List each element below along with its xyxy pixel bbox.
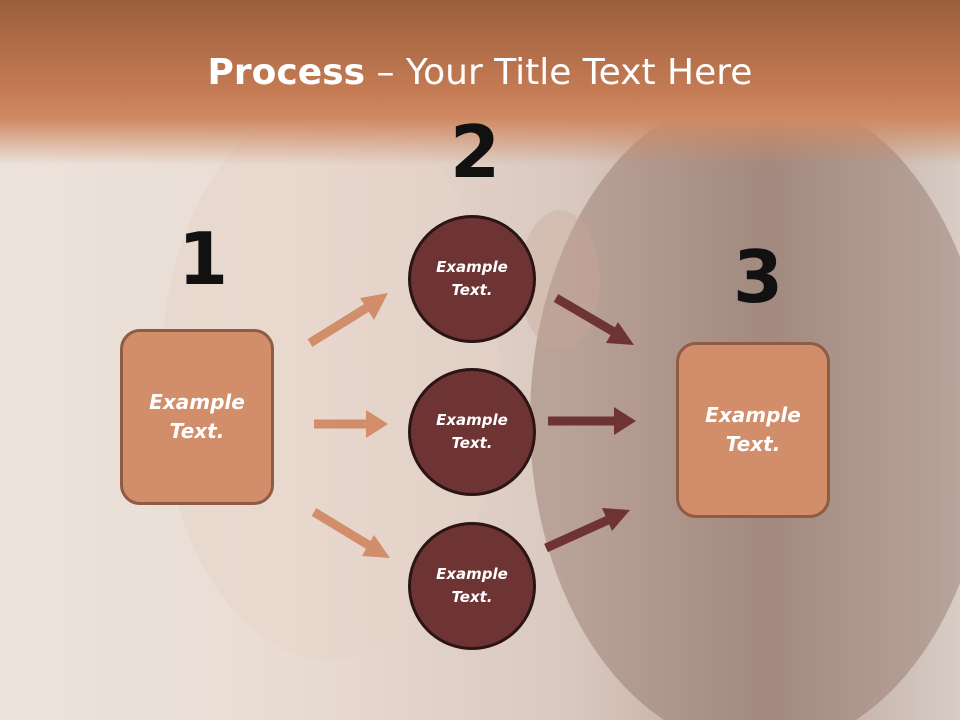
circle-middle-label: Example Text. bbox=[436, 411, 508, 452]
arrow-left-to-bottom bbox=[311, 508, 390, 558]
step-number-2: 2 bbox=[450, 110, 501, 194]
arrow-left-to-middle bbox=[314, 410, 388, 438]
circle-bottom: Example Text. bbox=[408, 522, 536, 650]
title-rest: – Your Title Text Here bbox=[365, 52, 753, 93]
step-number-1: 1 bbox=[178, 217, 229, 301]
arrow-top-to-right bbox=[553, 294, 634, 345]
circle-top-label: Example Text. bbox=[436, 258, 508, 299]
title-bar bbox=[0, 0, 960, 165]
circle-top: Example Text. bbox=[408, 215, 536, 343]
left-step-box: Example Text. bbox=[120, 329, 274, 505]
arrow-left-to-top bbox=[307, 293, 388, 347]
page-title: Process – Your Title Text Here bbox=[0, 52, 960, 93]
right-step-box: Example Text. bbox=[676, 342, 830, 518]
title-bold: Process bbox=[207, 52, 366, 93]
arrow-middle-to-right bbox=[548, 407, 636, 435]
step-number-3: 3 bbox=[733, 235, 784, 319]
arrow-bottom-to-right bbox=[544, 508, 630, 553]
left-step-label: Example Text. bbox=[149, 390, 245, 443]
right-step-label: Example Text. bbox=[705, 403, 801, 456]
circle-bottom-label: Example Text. bbox=[436, 565, 508, 606]
circle-middle: Example Text. bbox=[408, 368, 536, 496]
